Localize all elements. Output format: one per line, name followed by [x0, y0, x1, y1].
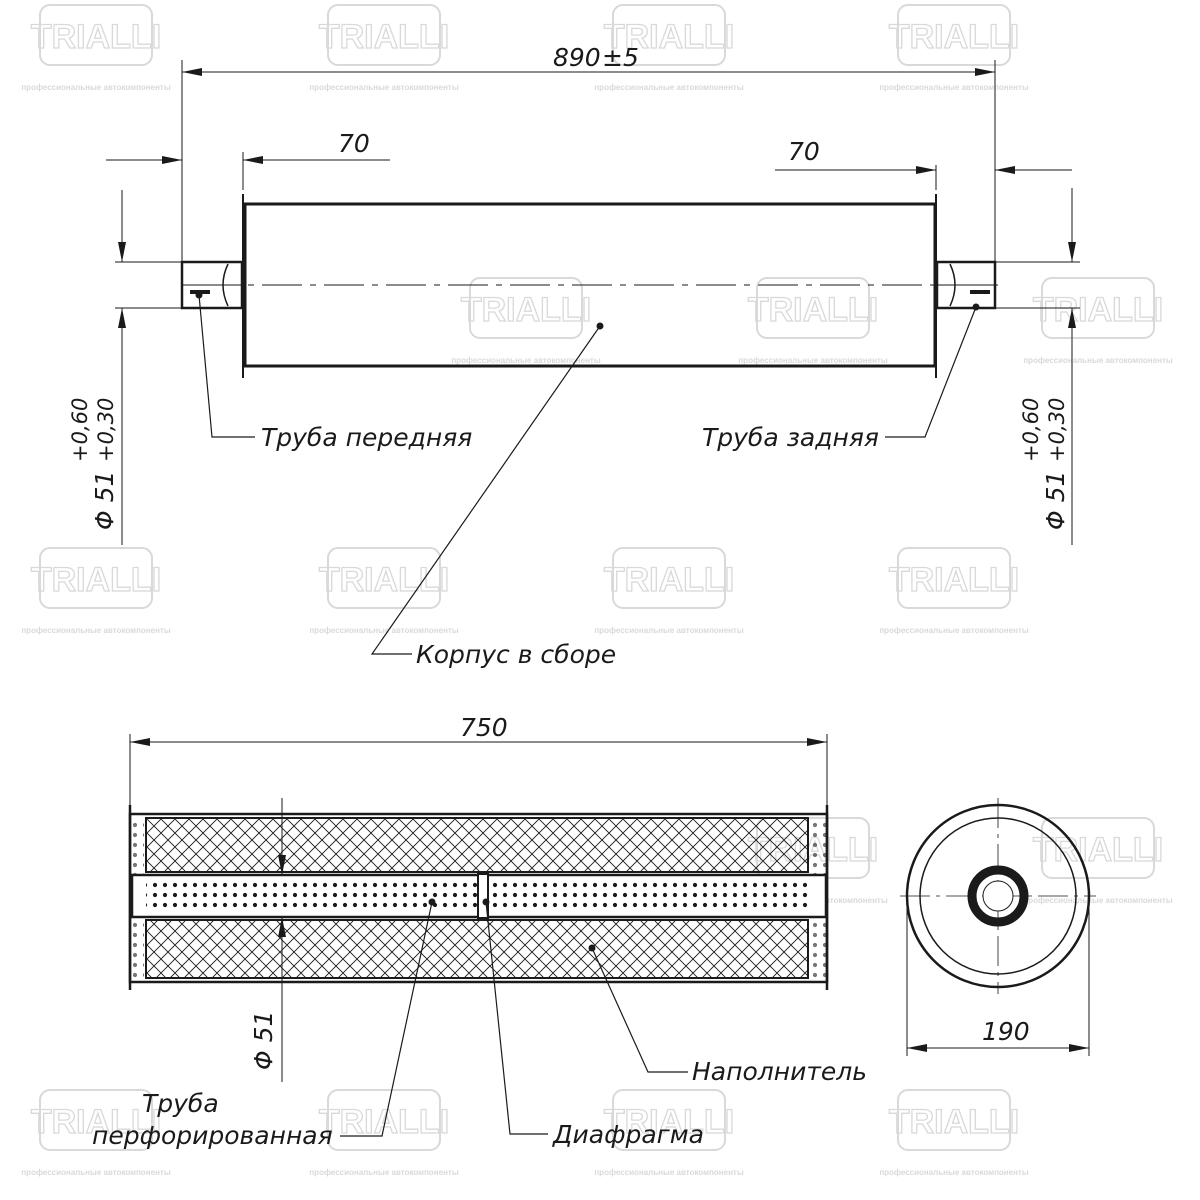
watermark-tagline: профессиональные автокомпоненты	[1023, 896, 1172, 905]
dim-left-tolerance-lower: +0,30	[94, 398, 118, 462]
filler-upper	[145, 817, 809, 873]
end-view-pipe-ring	[967, 865, 1029, 927]
watermark-tagline: профессиональные автокомпоненты	[21, 1168, 170, 1177]
filler-lower	[145, 919, 809, 979]
dim-body-diameter: 190	[982, 1017, 1030, 1046]
watermark-logo: TRIALLI профессиональные автокомпоненты	[879, 1089, 1029, 1177]
watermark-brand: TRIALLI	[31, 1103, 161, 1141]
rear-pipe-cut	[949, 263, 956, 307]
label-body-assembly: Корпус в сборе	[416, 640, 616, 669]
watermark-logo: TRIALLI профессиональные автокомпоненты	[594, 4, 744, 92]
watermark-logo: TRIALLI профессиональные автокомпоненты	[594, 547, 744, 635]
label-front-pipe: Труба передняя	[261, 423, 472, 452]
watermark-tagline: профессиональные автокомпоненты	[879, 1168, 1028, 1177]
leader-perforated-pipe	[340, 901, 433, 1137]
watermark-logo: TRIALLI профессиональные автокомпоненты	[1023, 817, 1173, 905]
watermark-logo: TRIALLI профессиональные автокомпоненты	[21, 1089, 171, 1177]
watermark-brand: TRIALLI	[1033, 291, 1163, 329]
watermark-tagline: профессиональные автокомпоненты	[594, 626, 743, 635]
dim-overall-length: 890	[553, 43, 601, 72]
watermark-logo: TRIALLI профессиональные автокомпоненты	[879, 547, 1029, 635]
watermark-tagline: профессиональные автокомпоненты	[21, 83, 170, 92]
dim-perforated-diameter: Φ 51	[249, 1011, 278, 1070]
dim-right-tolerance-upper: +0,60	[1019, 398, 1043, 462]
watermark-brand: TRIALLI	[889, 561, 1019, 599]
top-view: 890 ±5 70 70 Φ 51 +0,30 +0,60 Φ 51 +0,30…	[68, 43, 1080, 669]
leader-filler	[591, 947, 688, 1073]
watermark-logo: TRIALLI профессиональные автокомпоненты	[738, 277, 888, 365]
watermark-tagline: профессиональные автокомпоненты	[21, 626, 170, 635]
dim-overall-tolerance: ±5	[602, 43, 639, 72]
dim-left-diameter-group: Φ 51 +0,30 +0,60	[68, 398, 119, 530]
dim-perforated-diameter-group: Φ 51	[249, 1011, 278, 1070]
watermark-logo: TRIALLI профессиональные автокомпоненты	[309, 547, 459, 635]
watermark-brand: TRIALLI	[889, 18, 1019, 56]
watermark-logo: TRIALLI профессиональные автокомпоненты	[1023, 277, 1173, 365]
watermark-brand: TRIALLI	[31, 18, 161, 56]
watermark-logo: TRIALLI профессиональные автокомпоненты	[21, 4, 171, 92]
label-filler: Наполнитель	[692, 1057, 867, 1086]
watermark-tagline: профессиональные автокомпоненты	[451, 356, 600, 365]
dim-right-diameter: Φ 51	[1041, 471, 1070, 530]
rear-pipe-mark	[970, 290, 990, 294]
dim-left-tolerance-upper: +0,60	[68, 398, 92, 462]
dim-right-tolerance-lower: +0,30	[1045, 398, 1069, 462]
watermark-tagline: профессиональные автокомпоненты	[594, 1168, 743, 1177]
watermark-tagline: профессиональные автокомпоненты	[309, 1168, 458, 1177]
watermark-logo: TRIALLI профессиональные автокомпоненты	[21, 547, 171, 635]
watermark-brand: TRIALLI	[604, 1103, 734, 1141]
watermark-brand: TRIALLI	[319, 18, 449, 56]
watermark-tagline: профессиональные автокомпоненты	[594, 83, 743, 92]
watermark-tagline: профессиональные автокомпоненты	[879, 626, 1028, 635]
watermark-tagline: профессиональные автокомпоненты	[309, 83, 458, 92]
leader-front-pipe	[198, 294, 255, 438]
watermark-brand: TRIALLI	[461, 291, 591, 329]
watermark-brand: TRIALLI	[748, 291, 878, 329]
label-perforated-pipe-line2: перфорированная	[92, 1121, 333, 1150]
watermark-logo: TRIALLI профессиональные автокомпоненты	[594, 1089, 744, 1177]
watermark-logo: TRIALLI профессиональные автокомпоненты	[309, 1089, 459, 1177]
watermark-brand: TRIALLI	[319, 1103, 449, 1141]
label-diaphragm: Диафрагма	[552, 1120, 704, 1149]
watermark-tagline: профессиональные автокомпоненты	[1023, 356, 1172, 365]
diaphragm	[477, 873, 489, 919]
end-view: 190	[900, 798, 1096, 1056]
front-pipe-cut	[222, 263, 229, 307]
watermark-tagline: профессиональные автокомпоненты	[879, 83, 1028, 92]
watermark-brand: TRIALLI	[31, 561, 161, 599]
watermark-logo: TRIALLI профессиональные автокомпоненты	[309, 4, 459, 92]
leader-body-assembly	[370, 325, 601, 655]
watermark-brand: TRIALLI	[889, 1103, 1019, 1141]
watermark-logo: TRIALLI профессиональные автокомпоненты	[451, 277, 601, 365]
label-rear-pipe: Труба задняя	[702, 423, 879, 452]
leader-diaphragm	[485, 901, 548, 1135]
leader-rear-pipe	[885, 306, 977, 438]
section-view: 750 Φ 51 Труба перфорированная Ди	[92, 713, 867, 1150]
dim-rear-pipe-length: 70	[788, 137, 820, 166]
dim-right-diameter-group: Φ 51 +0,30 +0,60	[1019, 398, 1070, 530]
watermark-brand: TRIALLI	[604, 18, 734, 56]
dim-front-pipe-length: 70	[338, 129, 370, 158]
end-view-pipe-bore	[982, 880, 1014, 912]
watermark-brand: TRIALLI	[1033, 831, 1163, 869]
watermark-brand: TRIALLI	[319, 561, 449, 599]
label-perforated-pipe-line1: Труба	[142, 1089, 219, 1118]
dim-left-diameter: Φ 51	[90, 471, 119, 530]
watermark-tagline: профессиональные автокомпоненты	[309, 626, 458, 635]
watermark-brand: TRIALLI	[604, 561, 734, 599]
watermark-tagline: профессиональные автокомпоненты	[738, 356, 887, 365]
watermark-logo: TRIALLI профессиональные автокомпоненты	[879, 4, 1029, 92]
dim-body-length: 750	[460, 713, 508, 742]
